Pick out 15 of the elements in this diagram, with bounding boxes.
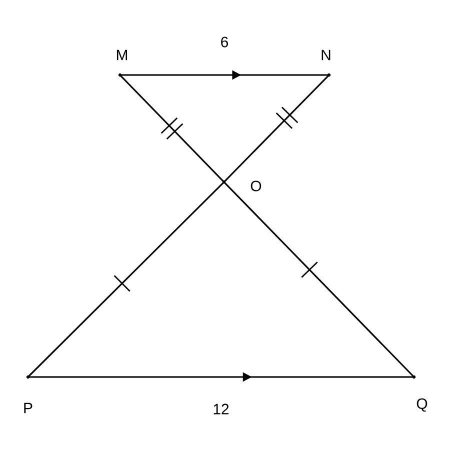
point-label: Q — [416, 398, 428, 412]
point — [26, 375, 30, 379]
point — [327, 73, 331, 77]
line-segment — [27, 181, 225, 378]
point-label: N — [322, 50, 330, 60]
point — [118, 73, 122, 77]
length-label: 6 — [221, 36, 228, 48]
point-label: O — [250, 180, 262, 192]
line-segment — [223, 74, 330, 183]
point — [412, 375, 416, 379]
line-segment — [119, 74, 225, 183]
point-label: P — [24, 402, 32, 414]
point-label: M — [116, 50, 127, 60]
line-segment — [223, 181, 415, 378]
length-label: 12 — [214, 404, 229, 414]
